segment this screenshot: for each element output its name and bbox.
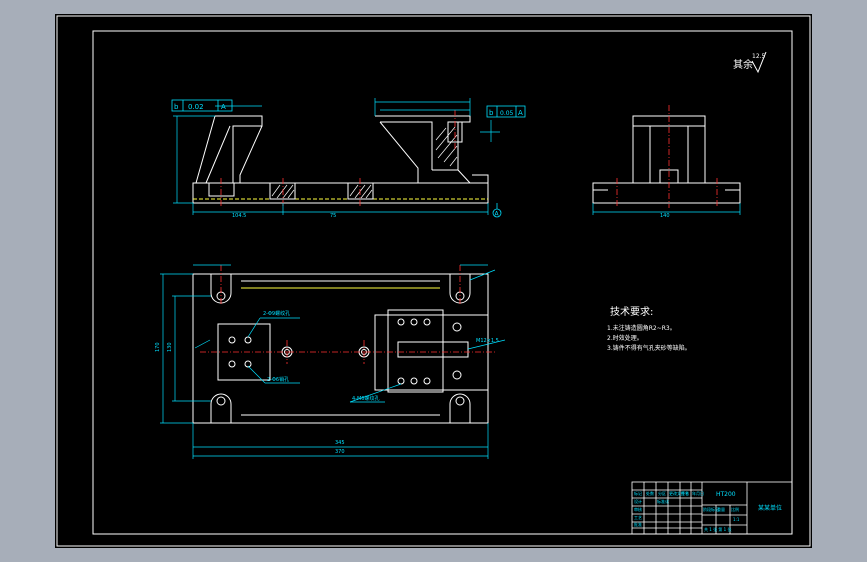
title-mid-label-2: 阶段标记 xyxy=(703,506,719,512)
top-dim-height-inner: 130 xyxy=(167,342,173,352)
title-row-label-1: 标记 xyxy=(634,490,642,496)
top-dimension-text: 345 370 170 130 2-Φ9螺纹孔 2-Φ6销孔 4-M6螺纹孔 M… xyxy=(155,310,499,455)
title-row-label-6: 年月日 xyxy=(692,490,704,496)
top-dim-width: 345 xyxy=(335,440,345,446)
title-row-label-2: 处数 xyxy=(646,490,654,496)
label-hole-3: 4-M6螺纹孔 xyxy=(352,395,379,402)
side-dimensions xyxy=(592,203,741,215)
title-company: 某某单位 xyxy=(758,504,782,512)
inner-frame xyxy=(92,30,793,535)
title-scale: 1:1 xyxy=(733,517,740,522)
top-dimensions xyxy=(160,264,506,459)
label-hole-2: 2-Φ6销孔 xyxy=(267,376,289,383)
side-center-lines xyxy=(616,105,718,208)
roughness-value: 12.5 xyxy=(752,53,766,60)
title-part-name: HT200 xyxy=(716,491,736,498)
front-slot-hatch-2 xyxy=(347,182,374,200)
title-row-label-3: 分区 xyxy=(658,490,666,496)
title-sheet-info: 共 1 张 第 1 张 xyxy=(704,526,731,532)
datum-label: A xyxy=(495,211,500,218)
title-mid-label-3: 重量 xyxy=(717,506,725,512)
label-right-thread: M12×1.5 xyxy=(476,338,499,344)
front-center-lines xyxy=(220,110,456,206)
tolerance-frame-left: b 0.02 A xyxy=(171,99,233,112)
title-row-label-5: 签名 xyxy=(681,490,689,496)
tolerance-symbol-right: b xyxy=(489,109,494,117)
title-block-text: 标记 处数 分区 更改文件号 签名 年月日 设计 审核 工艺 批准 标准化 阶段… xyxy=(634,490,740,532)
tolerance-frame-right: b 0.05 A xyxy=(486,105,526,118)
tolerance-datum-right: A xyxy=(518,109,523,117)
tolerance-value-right: 0.05 xyxy=(500,110,514,117)
outer-border xyxy=(56,15,811,547)
front-dimension-text: 104.5 75 xyxy=(232,213,336,219)
title-block xyxy=(631,481,793,535)
top-center-lines xyxy=(200,265,495,364)
title-left-row-1: 设计 xyxy=(634,498,642,504)
tech-line-3: 3.铸件不得有气孔夹砂等缺陷。 xyxy=(607,344,691,352)
top-dim-total: 370 xyxy=(335,449,345,455)
label-hole-1: 2-Φ9螺纹孔 xyxy=(263,310,290,317)
title-mid-label-4: 比例 xyxy=(731,506,739,512)
top-view xyxy=(192,273,489,424)
title-left-row-4: 批准 xyxy=(634,521,642,527)
tolerance-symbol-left: b xyxy=(174,103,179,111)
side-dim-width: 140 xyxy=(660,213,670,219)
datum-symbol: A xyxy=(492,203,502,218)
roughness-symbol: 其余 12.5 xyxy=(733,51,767,74)
technical-requirements: 技术要求: 1.未注铸造圆角R2~R3。 2.时效处理。 3.铸件不得有气孔夹砂… xyxy=(607,305,691,352)
title-left-row-2: 审核 xyxy=(634,506,642,512)
tech-line-1: 1.未注铸造圆角R2~R3。 xyxy=(607,324,676,332)
roughness-note: 其余 xyxy=(733,58,753,71)
top-dim-height: 170 xyxy=(155,342,161,352)
tech-line-2: 2.时效处理。 xyxy=(607,334,643,342)
front-slot-hatch-1 xyxy=(269,182,296,200)
title-left-row-3: 工艺 xyxy=(634,515,642,520)
title-row-label-4: 更改文件号 xyxy=(669,490,689,496)
tech-title: 技术要求: xyxy=(610,305,653,318)
tolerance-value-left: 0.02 xyxy=(188,103,204,111)
tolerance-datum-left: A xyxy=(221,103,226,111)
title-mid-label-1: 标准化 xyxy=(657,498,669,504)
front-dim-overall: 75 xyxy=(330,213,336,219)
front-dim-left: 104.5 xyxy=(232,213,246,219)
front-dimensions xyxy=(173,98,500,215)
